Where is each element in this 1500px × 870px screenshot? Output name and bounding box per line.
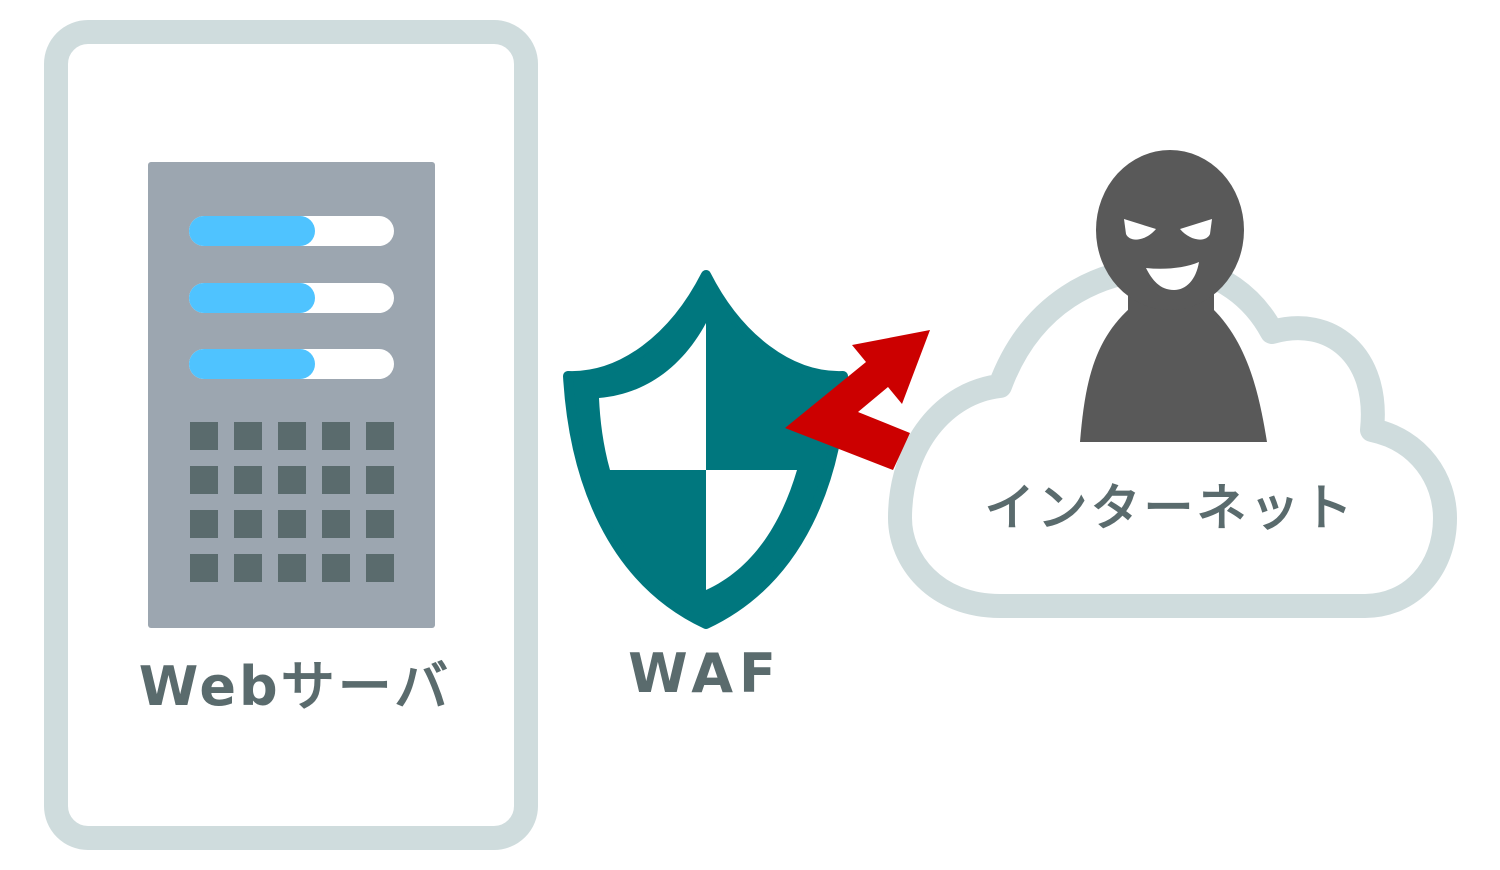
- web-server-label: Webサーバ: [138, 655, 452, 718]
- server-vent-grid: [190, 422, 394, 582]
- server-drive-bays: [189, 216, 394, 379]
- hacker-mouth: [1146, 262, 1199, 290]
- hacker-icon: [1080, 150, 1267, 442]
- attack-arrow-icon: [785, 330, 930, 470]
- internet-label: インターネット: [984, 479, 1356, 537]
- hacker-left-eye: [1124, 219, 1156, 240]
- shield-icon: [563, 270, 848, 629]
- server-icon: [148, 162, 435, 628]
- hacker-right-eye: [1180, 219, 1212, 240]
- waf-label: WAF: [628, 642, 782, 705]
